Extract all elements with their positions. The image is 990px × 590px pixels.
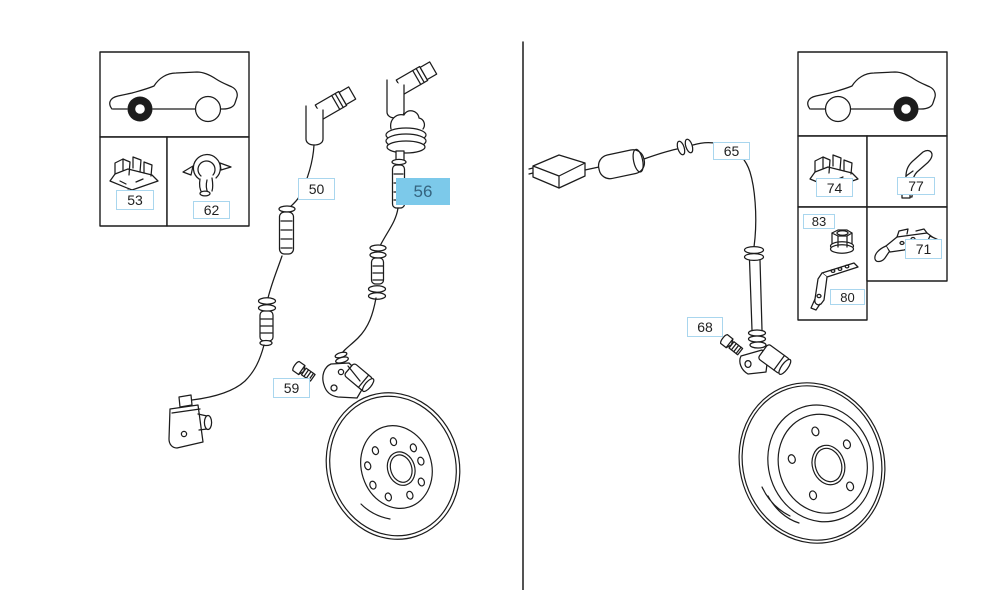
- part-label-50[interactable]: 50: [298, 178, 335, 200]
- front-brake-disc: [325, 392, 461, 540]
- part-label-71[interactable]: 71: [905, 239, 942, 259]
- part-label-74[interactable]: 74: [816, 178, 853, 197]
- sensor-bracket-80: [810, 262, 859, 311]
- part-label-68[interactable]: 68: [687, 317, 723, 337]
- part-label-77[interactable]: 77: [897, 177, 935, 195]
- part-label-59[interactable]: 59: [273, 378, 310, 398]
- front-sensor-cable-50: [168, 86, 357, 449]
- rear-sensor-cable-65: [528, 138, 792, 376]
- flange-nut-83: [829, 229, 855, 254]
- mounting-bolt-68: [718, 333, 745, 357]
- rear-brake-disc: [738, 382, 886, 544]
- part-label-62[interactable]: 62: [193, 201, 230, 219]
- part-label-65[interactable]: 65: [713, 142, 750, 160]
- front-inset-panel: [99, 51, 250, 227]
- front-axle-car-icon: [109, 71, 238, 123]
- part-label-83[interactable]: 83: [803, 214, 835, 229]
- omega-clamp-62: [182, 153, 232, 197]
- front-sensor-cable-56: [322, 61, 438, 399]
- part-label-80[interactable]: 80: [830, 289, 865, 305]
- rear-axle-car-icon: [807, 71, 936, 123]
- part-label-56-selected[interactable]: 56: [396, 178, 450, 205]
- part-label-53[interactable]: 53: [116, 190, 154, 210]
